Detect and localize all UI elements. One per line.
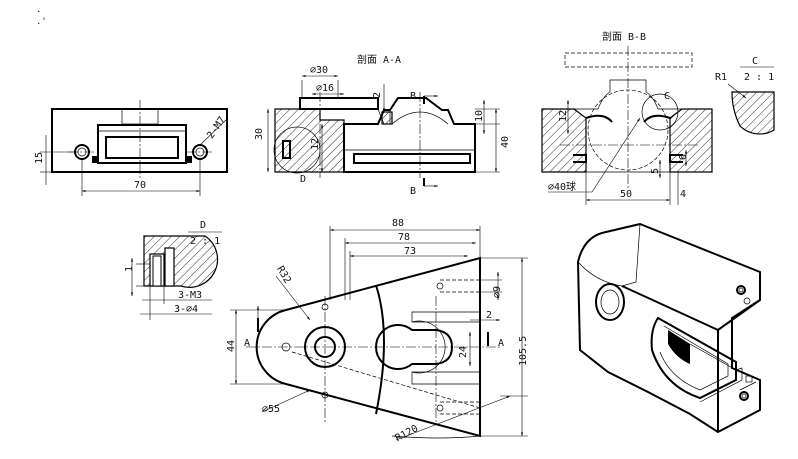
cut-mark-a-right: A: [498, 338, 504, 349]
detail-c-title: C: [752, 56, 758, 67]
detail-d-hole: 3-⌀4: [174, 304, 198, 315]
plan-dim-78: 78: [398, 232, 410, 243]
cut-mark-a-left: A: [244, 338, 250, 349]
detail-d-title: D: [200, 220, 206, 231]
bb-dim-50: 50: [620, 189, 632, 200]
iso-bore: [595, 283, 625, 321]
section-bb-view: 剖面 B-B C 12 6 5 50 4 ⌀40球: [541, 30, 713, 205]
front-height-dim: 15: [34, 152, 45, 164]
detail-d-thread: 3-M3: [178, 290, 202, 301]
plan-dim-105-5: 105.5: [518, 336, 529, 366]
cut-mark-b-top: B: [410, 91, 416, 102]
plan-dim-73: 73: [404, 246, 416, 257]
detail-c-scale: 2 : 1: [744, 72, 774, 83]
aa-dim-30: 30: [254, 128, 265, 140]
bb-dim-5: 5: [650, 168, 661, 174]
plan-r120: R120: [394, 423, 420, 444]
corner-mark: .: [36, 5, 41, 15]
aa-dim-10: 10: [474, 110, 485, 122]
detail-d-view: D 2 : 1 1 3-M3 3-⌀4: [124, 220, 222, 320]
front-view: 70 15 2-M7: [34, 100, 229, 196]
aa-dia30-dim: ⌀30: [310, 65, 328, 76]
detail-c-label: C: [664, 91, 670, 102]
sphere-dim: ⌀40球: [548, 180, 576, 193]
bb-dim-12: 12: [558, 110, 569, 122]
aa-dim-12: 12: [310, 138, 321, 150]
aa-dim-2: 2: [372, 92, 383, 98]
detail-c-circle: [641, 93, 679, 131]
section-bb-title: 剖面 B-B: [602, 30, 646, 43]
plan-dim-2: 2: [486, 310, 492, 321]
thread-callout: 2-M7: [205, 115, 228, 141]
plan-dim-44: 44: [226, 340, 237, 352]
cut-mark-b-bottom: B: [410, 186, 416, 197]
plan-dim-88: 88: [392, 218, 404, 229]
detail-d-label: D: [300, 174, 306, 185]
front-width-dim: 70: [134, 180, 146, 191]
sphere-outline: [587, 89, 669, 171]
plan-dim-24: 24: [458, 346, 469, 358]
section-aa-title: 剖面 A-A: [357, 53, 401, 66]
detail-c-radius: R1: [715, 72, 727, 83]
corner-mark: .': [36, 17, 47, 27]
aa-dim-40: 40: [500, 136, 511, 148]
plan-dia55: ⌀55: [262, 404, 280, 415]
detail-d-dim-1: 1: [124, 266, 135, 272]
bb-dim-4: 4: [680, 189, 686, 200]
bb-dim-6: 6: [678, 154, 689, 160]
section-aa-view: 剖面 A-A ⌀30 ⌀16 2 30 12 10 40: [254, 53, 511, 197]
iso-outline: [576, 222, 761, 434]
isometric-view: [576, 222, 761, 434]
plan-view: 88 78 73 R32 ⌀9 2 24 105.5 44 A A ⌀55: [226, 218, 529, 444]
plan-dia9: ⌀9: [492, 286, 503, 298]
aa-dia16-dim: ⌀16: [316, 83, 334, 94]
detail-c-view: C 2 : 1 R1: [715, 56, 775, 135]
plan-r32: R32: [274, 264, 293, 285]
